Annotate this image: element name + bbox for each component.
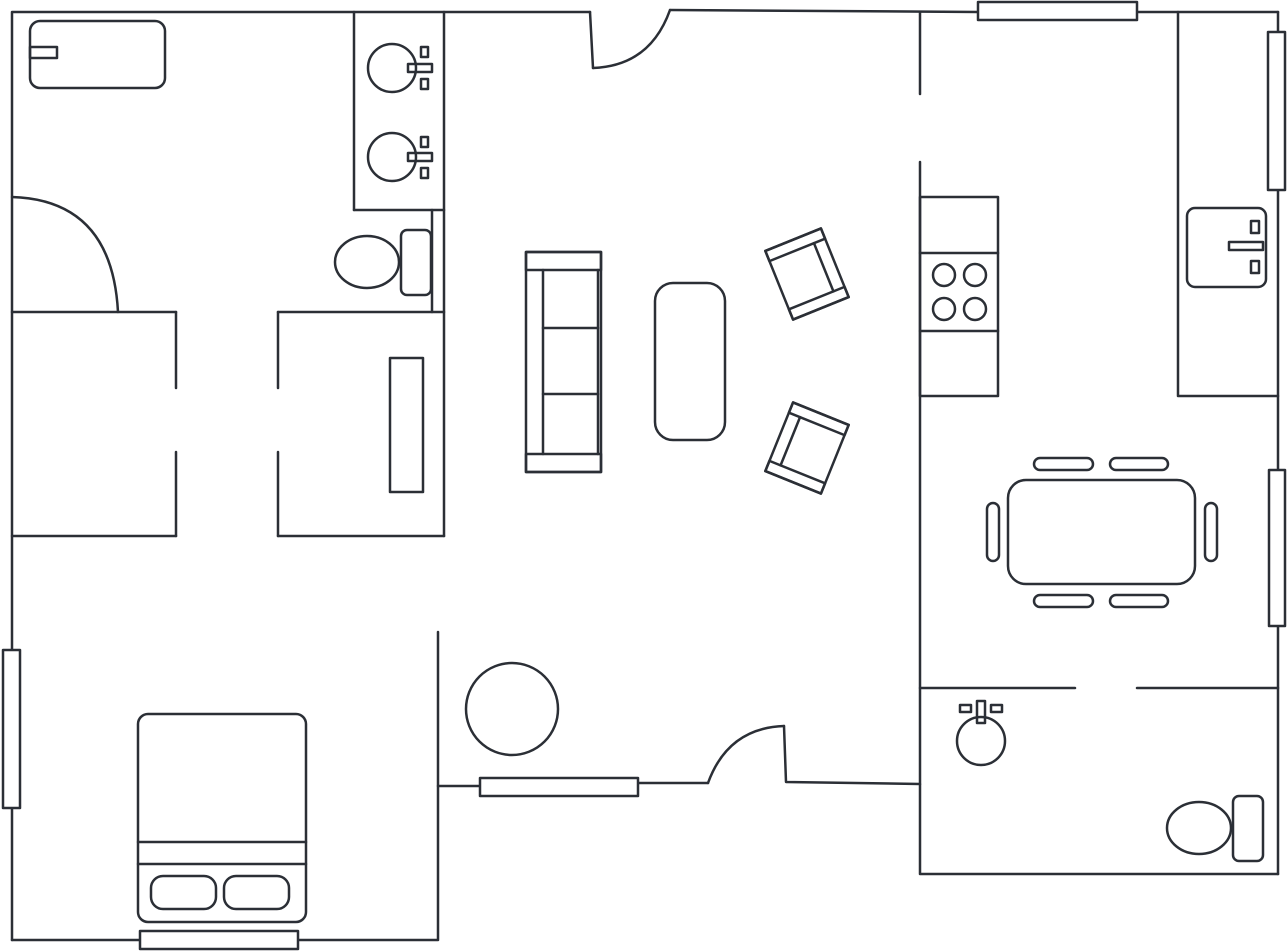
dining-chair-top-2 [1110,458,1168,470]
vanity-sink-upper [368,44,432,92]
coffee-table [655,283,725,440]
door-balcony [708,726,784,783]
armchair-lower [765,402,848,493]
window-top [978,2,1137,20]
dining-chair-right [1205,503,1217,561]
door-entry-top [593,10,670,68]
double-bed [138,714,306,922]
toilet-bottom-right [1167,796,1263,861]
windows [3,2,1285,949]
sink-bottom-right [957,701,1005,765]
window-bottom-left [140,931,298,949]
kitchen-counter-right [1178,12,1278,396]
wall-top-mid [670,10,978,12]
pillow-left [151,876,216,909]
window-bottom-center [480,778,638,796]
window-right-upper [1268,32,1285,190]
vanity-sink-lower [368,133,432,181]
interior-walls [12,12,1278,784]
doors [12,10,784,783]
wall-top-left [12,12,590,650]
kitchen-sink [1187,208,1266,287]
exterior-walls [12,10,1278,940]
wall-bottom-mid [298,632,438,940]
closet-shelf [390,358,423,492]
window-right-lower [1269,470,1285,626]
dining-chair-top-1 [1034,458,1093,470]
dining-chair-bottom-1 [1034,595,1093,607]
dining-chair-bottom-2 [1110,595,1168,607]
dining-set [987,458,1217,607]
bathroom-top-left [30,21,432,295]
dining-chair-left [987,503,999,561]
round-table [466,663,558,755]
window-left [3,650,20,808]
armchair-upper [765,228,848,319]
wall-bottom-right [784,726,1278,874]
bathtub [30,21,165,88]
door-bathroom [12,197,118,312]
kitchen-counter-left [920,197,998,396]
toilet-top-left [335,230,431,295]
bathroom-bottom-right [957,701,1263,861]
pillow-right [224,876,289,909]
wall-top-entry [590,12,593,68]
stove [933,264,986,320]
dining-table [1008,480,1195,584]
sofa [526,252,601,472]
